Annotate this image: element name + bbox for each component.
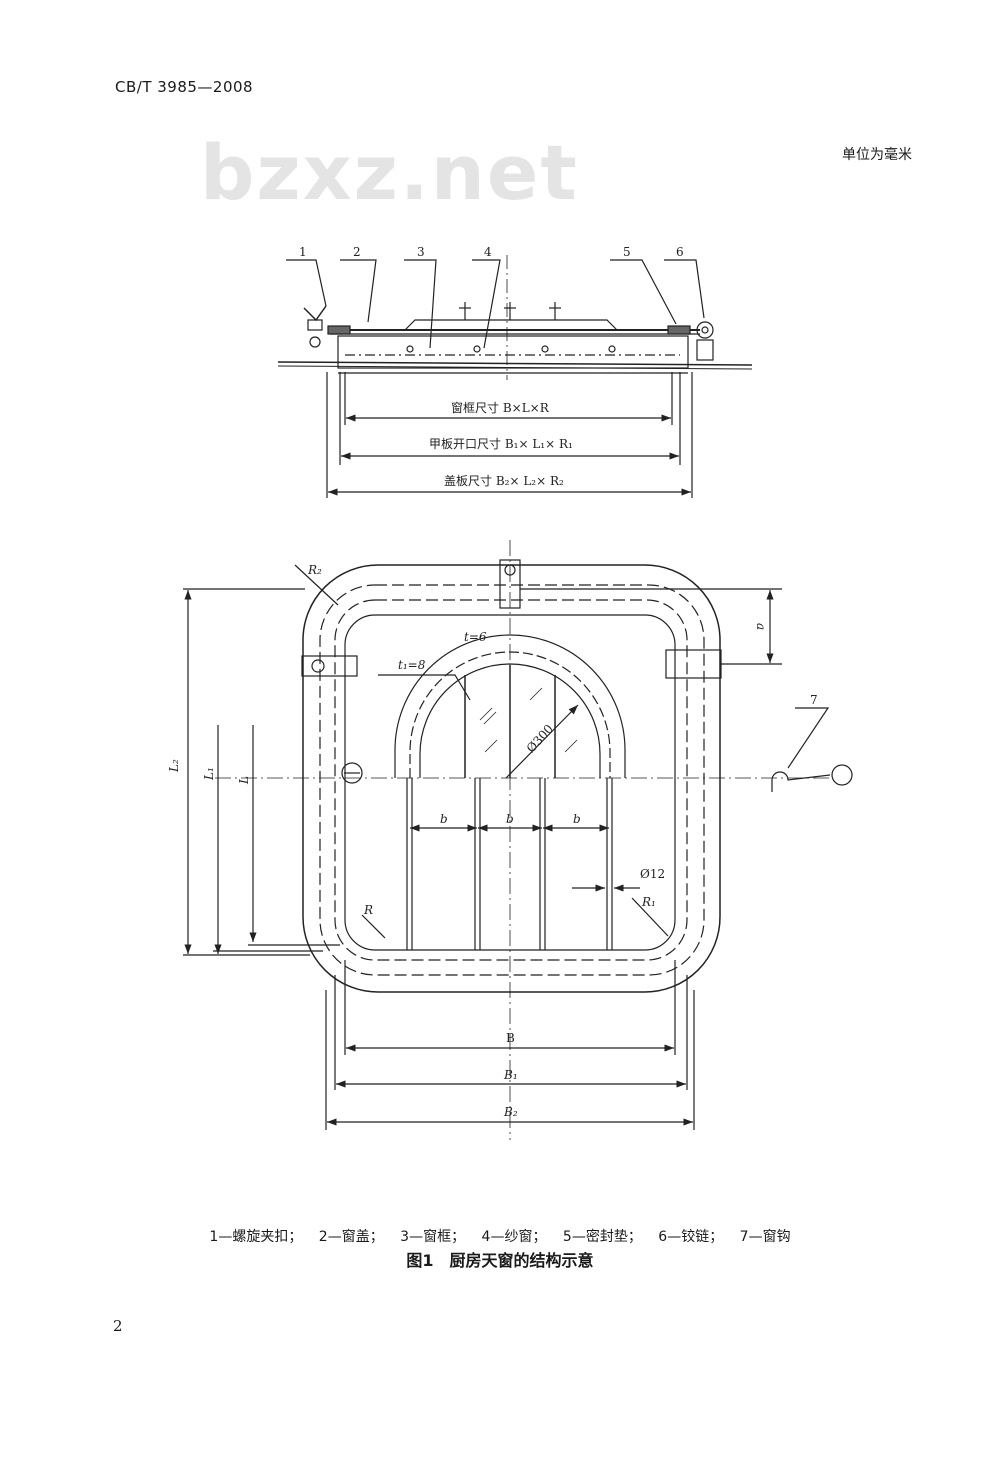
legend-item-2: 2—窗盖； bbox=[318, 1229, 384, 1245]
callout-3: 3 bbox=[417, 245, 425, 259]
label-big-b: B bbox=[506, 1031, 515, 1045]
legend: 1—螺旋夹扣； 2—窗盖； 3—窗框； 4—纱窗； 5—密封垫； 6—铰链； 7… bbox=[0, 1226, 1000, 1246]
label-l2: L₂ bbox=[167, 759, 181, 773]
callout-1: 1 bbox=[299, 245, 307, 259]
label-d300: Ø300 bbox=[524, 722, 556, 756]
dim-frame-label: 窗框尺寸 B×L×R bbox=[451, 401, 550, 415]
standard-code: CB/T 3985—2008 bbox=[115, 78, 254, 96]
section-view bbox=[277, 255, 753, 498]
callout-6: 6 bbox=[676, 245, 684, 259]
label-l1: L₁ bbox=[202, 767, 216, 781]
label-l: L bbox=[237, 776, 251, 785]
label-b-2: b bbox=[506, 812, 514, 826]
label-t: t=6 bbox=[464, 630, 487, 644]
label-d12: Ø12 bbox=[640, 867, 665, 881]
legend-item-5: 5—密封垫； bbox=[562, 1229, 642, 1245]
plan-view bbox=[183, 540, 853, 1140]
label-b-1: b bbox=[440, 812, 448, 826]
callout-5: 5 bbox=[623, 245, 631, 259]
label-t1: t₁=8 bbox=[398, 658, 426, 672]
label-r2: R₂ bbox=[307, 563, 322, 577]
label-r1: R₁ bbox=[641, 895, 656, 909]
legend-item-3: 3—窗框； bbox=[400, 1229, 466, 1245]
callout-7: 7 bbox=[810, 693, 818, 707]
legend-item-7: 7—窗钩 bbox=[739, 1229, 791, 1245]
callout-4: 4 bbox=[484, 245, 492, 259]
dim-deck-opening-label: 甲板开口尺寸 B₁× L₁× R₁ bbox=[429, 437, 573, 451]
legend-item-1: 1—螺旋夹扣； bbox=[209, 1229, 303, 1245]
label-big-b2: B₂ bbox=[503, 1105, 518, 1119]
dim-cover-label: 盖板尺寸 B₂× L₂× R₂ bbox=[444, 474, 564, 488]
page-number: 2 bbox=[113, 1317, 123, 1335]
label-a: a bbox=[754, 623, 768, 630]
legend-item-6: 6—铰链； bbox=[658, 1229, 724, 1245]
callout-2: 2 bbox=[353, 245, 361, 259]
figure-caption: 图1 厨房天窗的结构示意 bbox=[406, 1251, 594, 1270]
label-r: R bbox=[363, 903, 373, 917]
unit-note: 单位为毫米 bbox=[842, 147, 912, 163]
legend-item-4: 4—纱窗； bbox=[481, 1229, 547, 1245]
watermark: bzxz.net bbox=[200, 128, 579, 217]
label-b-3: b bbox=[573, 812, 581, 826]
label-big-b1: B₁ bbox=[503, 1068, 518, 1082]
